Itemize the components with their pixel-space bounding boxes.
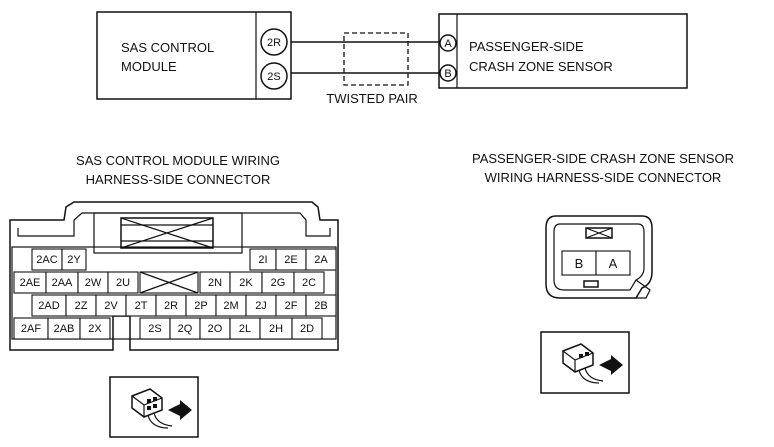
sas-pin-label: 2D: [300, 323, 314, 335]
terminal-b-label: B: [444, 68, 451, 80]
sensor-connector-title-line1: PASSENGER-SIDE CRASH ZONE SENSOR: [472, 151, 734, 166]
sas-pin-label: 2AA: [52, 277, 73, 289]
twisted-pair-marker: [343, 32, 409, 86]
sas-pin-label: 2N: [208, 277, 222, 289]
terminal-a-circle: [439, 34, 457, 52]
sensor-connector: PASSENGER-SIDE CRASH ZONE SENSOR WIRING …: [472, 151, 734, 394]
sas-pin-label: 2M: [223, 300, 238, 312]
sas-pin-label: 2L: [239, 323, 251, 335]
sas-pin-cell: [79, 317, 111, 340]
sas-pin-cell: [305, 294, 337, 317]
harness-side-view-icon: [540, 331, 630, 394]
module-label-line1: SAS CONTROL: [121, 40, 214, 55]
sas-row-1: 2AE 2AA 2W 2U 2N 2K 2G 2C: [13, 271, 325, 294]
sas-pin-cell: [61, 248, 87, 271]
sas-connector: SAS CONTROL MODULE WIRING HARNESS-SIDE C…: [9, 153, 339, 438]
sas-pin-cell: [291, 317, 323, 340]
sas-row-2: 2AD 2Z 2V 2T 2R 2P 2M 2J 2F 2B: [31, 294, 337, 317]
sas-pin-label: 2AC: [36, 254, 57, 266]
sas-pin-label: 2Z: [75, 300, 88, 312]
sas-pin-label: 2C: [302, 277, 316, 289]
sas-row-0: 2AC 2Y 2I 2E 2A: [31, 248, 337, 271]
sensor-pin-label: A: [609, 256, 618, 271]
sas-pin-cell: [107, 271, 139, 294]
sas-pin-label: 2X: [88, 323, 102, 335]
schematic: SAS CONTROL MODULE 2R 2S TWISTED PAIR A …: [96, 11, 688, 106]
sensor-connector-title-line2: WIRING HARNESS-SIDE CONNECTOR: [485, 170, 722, 185]
module-label-line2: MODULE: [121, 59, 177, 74]
sas-pin-cell: [293, 271, 325, 294]
sensor-pin-cell: [561, 250, 597, 276]
twisted-pair-label: TWISTED PAIR: [326, 91, 417, 106]
sas-pin-label: 2H: [269, 323, 283, 335]
sensor-pin-label: B: [575, 256, 584, 271]
sas-row-3: 2AF 2AB 2X 2S 2Q 2O 2L 2H 2D: [13, 317, 323, 340]
sas-pin-label: 2P: [194, 300, 207, 312]
sas-pin-label: 2S: [148, 323, 161, 335]
sas-connector-title-line1: SAS CONTROL MODULE WIRING: [76, 153, 280, 168]
terminal-b-circle: [439, 64, 457, 82]
sas-pin-label: 2J: [255, 300, 267, 312]
sas-pin-label: 2R: [164, 300, 178, 312]
sensor-label-line2: CRASH ZONE SENSOR: [469, 59, 613, 74]
sas-pin-label: 2A: [314, 254, 328, 266]
sas-pin-label: 2G: [271, 277, 286, 289]
sensor-label-line1: PASSENGER-SIDE: [469, 39, 584, 54]
sas-pin-label: 2AB: [54, 323, 75, 335]
sas-pin-label: 2V: [104, 300, 118, 312]
sas-pin-label: 2B: [314, 300, 327, 312]
sas-pin-label: 2Q: [178, 323, 193, 335]
sensor-pin-cell: [595, 250, 631, 276]
sas-pin-label: 2I: [258, 254, 267, 266]
sas-control-module-box: [96, 11, 292, 100]
sas-pin-label: 2F: [285, 300, 298, 312]
crash-zone-sensor-box: [438, 13, 688, 89]
sas-pin-label: 2T: [135, 300, 148, 312]
sas-pin-label: 2Y: [67, 254, 81, 266]
harness-side-view-icon: [109, 376, 199, 438]
sas-pin-label: 2W: [85, 277, 102, 289]
sas-pin-label: 2AE: [20, 277, 41, 289]
sas-pin-label: 2O: [208, 323, 223, 335]
terminal-a-label: A: [444, 38, 452, 50]
terminal-2r-label: 2R: [267, 37, 281, 49]
sas-pin-cell: [305, 248, 337, 271]
sas-connector-title-line2: HARNESS-SIDE CONNECTOR: [86, 172, 271, 187]
sas-pin-label: 2E: [284, 254, 297, 266]
sas-pin-label: 2K: [239, 277, 253, 289]
sas-pin-label: 2AD: [38, 300, 59, 312]
sas-pin-label: 2U: [116, 277, 130, 289]
terminal-2s-circle: [260, 62, 288, 90]
terminal-2r-circle: [260, 28, 288, 56]
terminal-2s-label: 2S: [267, 71, 280, 83]
sas-pin-label: 2AF: [21, 323, 41, 335]
